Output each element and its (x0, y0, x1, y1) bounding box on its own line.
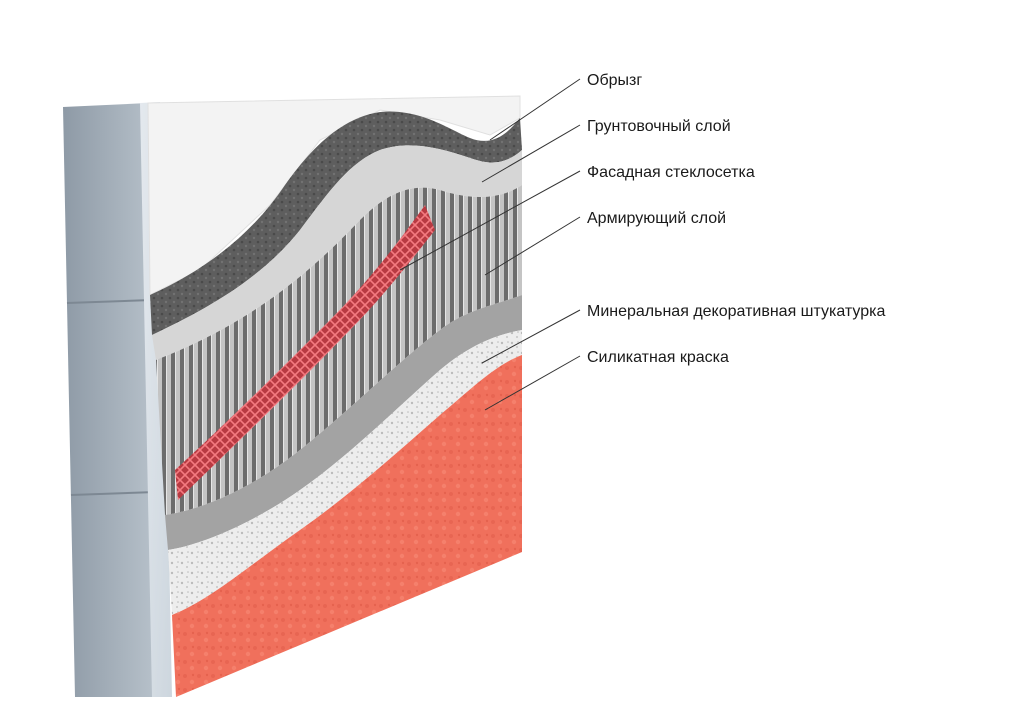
label-spray-coat: Обрызг (587, 72, 643, 89)
leader-line-reinforcing (484, 216, 581, 276)
primer-layer (152, 145, 522, 360)
leader-line-paint (484, 355, 581, 411)
fiberglass-mesh-layer (175, 205, 435, 500)
label-primer-layer: Грунтовочный слой (587, 118, 731, 135)
block-joint (66, 299, 153, 304)
label-mineral-plaster: Минеральная декоративная штукатурка (587, 303, 886, 320)
wall-side-face (63, 103, 160, 697)
silicate-paint-layer (172, 355, 522, 697)
reinforcing-surface (165, 295, 522, 550)
wall-front-edge (140, 102, 172, 697)
wall-block (63, 102, 172, 697)
label-reinforcing-layer: Армирующий слой (587, 210, 727, 227)
mineral-plaster-layer (168, 330, 522, 615)
label-silicate-paint: Силикатная краска (587, 349, 729, 366)
leader-line-spray (489, 78, 581, 141)
label-fiberglass-mesh: Фасадная стеклосетка (587, 164, 755, 181)
leader-line-mesh (399, 170, 581, 271)
leader-lines (399, 78, 581, 411)
leader-line-primer (481, 124, 581, 183)
leader-line-plaster (481, 309, 581, 364)
block-joint (70, 491, 157, 496)
spray-coat-layer (150, 111, 522, 335)
